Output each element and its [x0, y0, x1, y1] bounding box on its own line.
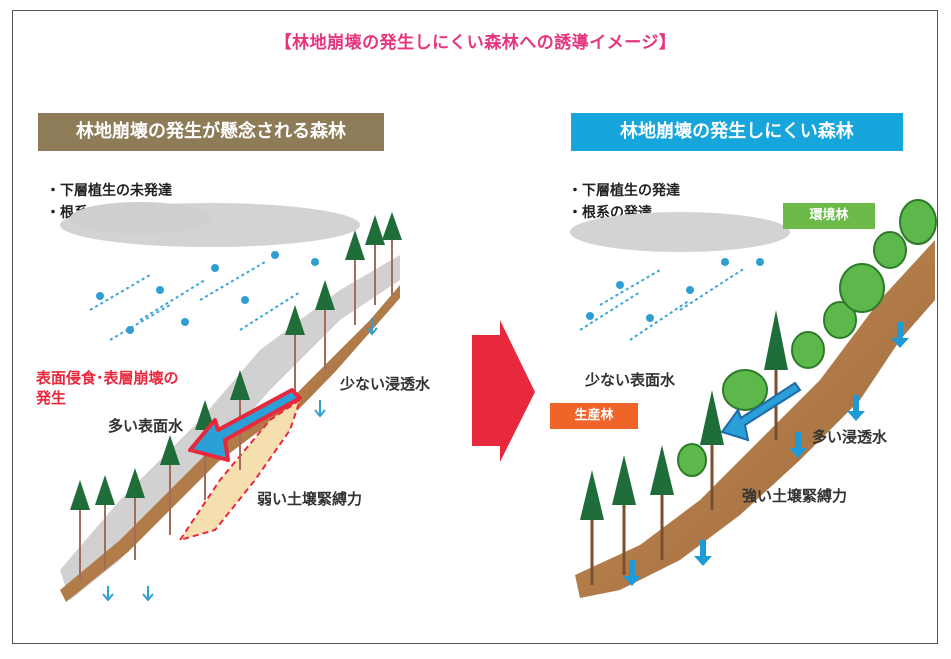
right-surface-water-arrow: [720, 381, 802, 442]
right-panel-header: 林地崩壊の発生しにくい森林: [571, 113, 903, 151]
right-conifer-trees: [580, 310, 788, 585]
left-infiltration-label: 少ない浸透水: [340, 375, 431, 393]
left-bullet-understory: ・下層植生の未発達: [46, 183, 172, 199]
right-bullet-understory: ・下層植生の発達: [568, 183, 680, 199]
hazard-label: 表面侵食･表層崩壊の 発生: [36, 368, 179, 408]
right-infiltration-label: 多い浸透水: [812, 428, 888, 446]
right-broadleaf-trees: [677, 199, 937, 477]
left-soil-strip: [60, 285, 400, 602]
right-infiltration-arrows: [623, 322, 909, 586]
left-rain-cloud-puff: [70, 202, 210, 234]
left-soil-binding-label: 弱い土壌緊縛力: [257, 490, 363, 508]
right-scene: [570, 199, 937, 598]
hazard-label-line-2: 発生: [36, 389, 67, 407]
left-panel-header: 林地崩壊の発生が懸念される森林: [38, 113, 384, 151]
hazard-label-line-1: 表面侵食･表層崩壊の: [36, 369, 179, 387]
left-surface-water-label: 多い表面水: [108, 417, 184, 435]
right-surface-water-label: 少ない表面水: [585, 371, 676, 389]
left-infiltration-arrows: [102, 318, 378, 602]
left-surface-water-arrow: [188, 388, 302, 462]
left-rain: [89, 261, 301, 341]
left-trees: [70, 212, 402, 580]
right-raindrops: [586, 258, 764, 322]
right-soil-binding-label: 強い土壌緊縛力: [742, 487, 848, 505]
right-rain-cloud: [570, 212, 790, 252]
left-scene: [60, 202, 402, 602]
production-forest-tag: 生産林: [550, 403, 638, 429]
right-rain: [579, 267, 746, 341]
left-raindrops: [96, 251, 319, 334]
page-title: 【林地崩壊の発生しにくい森林への誘導イメージ】: [274, 33, 677, 53]
transition-arrow: [472, 320, 535, 462]
right-soil-slope: [575, 240, 935, 598]
environmental-forest-tag: 環境林: [783, 203, 875, 229]
